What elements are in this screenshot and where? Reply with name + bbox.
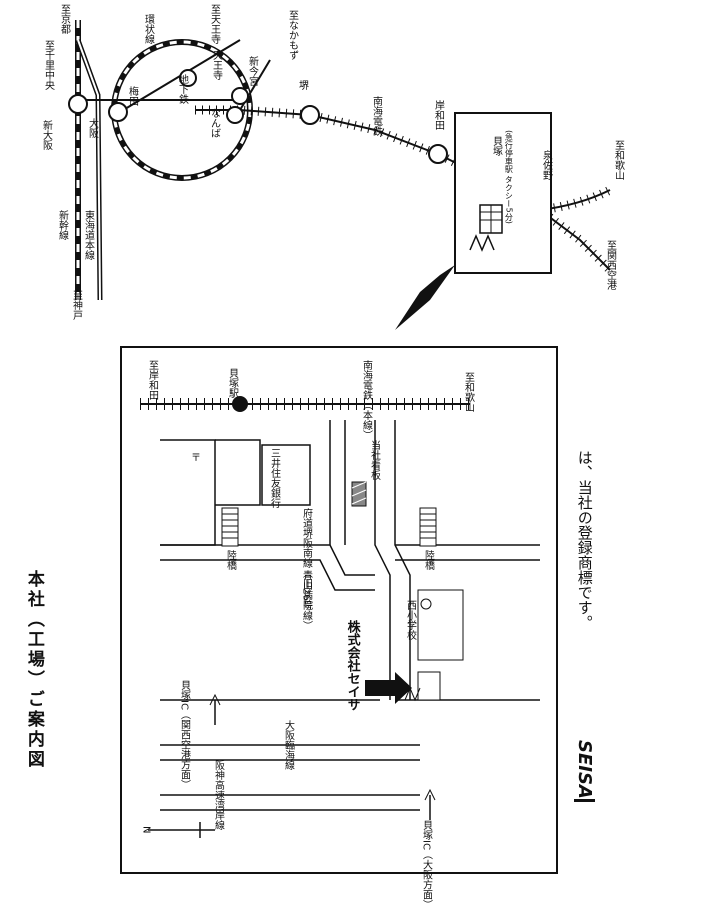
factory-callout-box <box>454 112 552 274</box>
dir-kyoto: 至京都 <box>58 4 70 34</box>
nankai-ticks <box>195 105 614 274</box>
detail-bridge-lower-label: 陸橋 <box>422 550 434 570</box>
station-namba <box>226 106 244 124</box>
station-label-namba: なんば <box>208 108 220 138</box>
station-kaizuka <box>477 171 497 191</box>
detail-signboard: 当社看板 <box>368 440 380 480</box>
station-label-tennoji: 天王寺 <box>210 50 222 80</box>
nankai-line <box>195 109 611 271</box>
zoom-arrow <box>395 265 455 330</box>
detail-school: 西小学校 <box>404 600 416 640</box>
dir-senri: 至千里中央 <box>42 40 54 90</box>
tokaido-line <box>75 39 103 301</box>
line-label-nankai: 南海電鉄 <box>370 96 382 136</box>
detail-nankai-label: 南海電鉄（本線） <box>360 360 372 440</box>
detail-map-frame <box>120 346 558 874</box>
station-label-umeda: 梅田 <box>126 86 138 106</box>
station-label-shin-osaka: 新大阪 <box>40 120 52 150</box>
station-shin-imamiya <box>231 87 249 105</box>
loop-dash <box>112 40 252 180</box>
line-label-midosuji: 地下鉄 <box>176 74 188 104</box>
detail-company: 株式会社セイサ <box>344 620 360 711</box>
station-osaka <box>108 102 128 122</box>
station-sakai <box>300 105 320 125</box>
page-title: 本社（工場）ご案内図 <box>23 570 44 770</box>
detail-hanshin-expressway: 阪神高速湾岸線 <box>212 760 224 830</box>
detail-hospital: 青山病院 <box>300 570 312 610</box>
station-label-izumisano: 泉佐野 <box>540 150 552 180</box>
detail-to-kishiwada: 至岸和田 <box>146 360 158 400</box>
detail-post-office: 〒 <box>188 452 200 462</box>
detail-mitsui-bank: 三井住友銀行 <box>268 448 280 508</box>
wakayama-ticks <box>539 185 613 215</box>
detail-kaizuka-ic-kix: 貝塚IC（関西空港方面） <box>178 680 190 790</box>
station-label-kaizuka: 貝塚 <box>490 136 502 156</box>
detail-to-wakayama: 至和歌山 <box>462 372 474 412</box>
kaizuka-note: (急行停車駅 タクシー5分) <box>504 130 514 224</box>
dir-nakamozu: 至なかもず <box>286 10 298 60</box>
trademark-text: は、当社の登録商標です。 <box>575 450 594 630</box>
loop-line <box>111 39 253 181</box>
line-label-shinkansen: 新幹線 <box>56 210 68 240</box>
detail-osaka-coast: 大阪臨海線 <box>282 720 294 770</box>
detail-kaizuka-station-label: 貝塚駅 <box>226 368 238 398</box>
line-label-loop: 環状線 <box>142 14 154 44</box>
dir-kobe: 至神戸 <box>70 290 82 320</box>
tokaido-inner <box>77 39 101 301</box>
dir-kix: 至関西空港 <box>604 240 616 290</box>
station-izumisano <box>529 200 549 220</box>
factory-roof-icon <box>469 234 495 252</box>
detail-bridge-upper-label: 陸橋 <box>224 550 236 570</box>
detail-kaizuka-ic-osaka: 貝塚IC（大阪方面） <box>420 820 432 910</box>
station-label-kishiwada: 岸和田 <box>432 100 444 130</box>
station-kishiwada <box>428 144 448 164</box>
seisa-logo: SEISA <box>574 740 595 802</box>
trademark-note: SEISA は、当社の登録商標です。 <box>572 450 600 830</box>
wakayama-branch <box>539 189 611 211</box>
station-label-osaka: 大阪 <box>86 118 98 138</box>
north-label: N <box>140 826 152 834</box>
station-shin-osaka <box>68 94 88 114</box>
detail-prefectural-road: 府道堺阪南線（旧26号線） <box>300 508 312 631</box>
station-label-shin-imamiya: 新今宮 <box>246 56 258 86</box>
factory-building-icon <box>479 204 503 234</box>
line-label-tokaido: 東海道本線 <box>82 210 94 260</box>
station-label-sakai: 堺 <box>296 80 308 90</box>
dir-tennoji: 至天王寺 <box>208 4 220 44</box>
page: 本社（工場）ご案内図 SEISA は、当社の登録商標です。 <box>23 4 624 910</box>
dir-wakayama-top: 至和歌山 <box>612 140 624 180</box>
